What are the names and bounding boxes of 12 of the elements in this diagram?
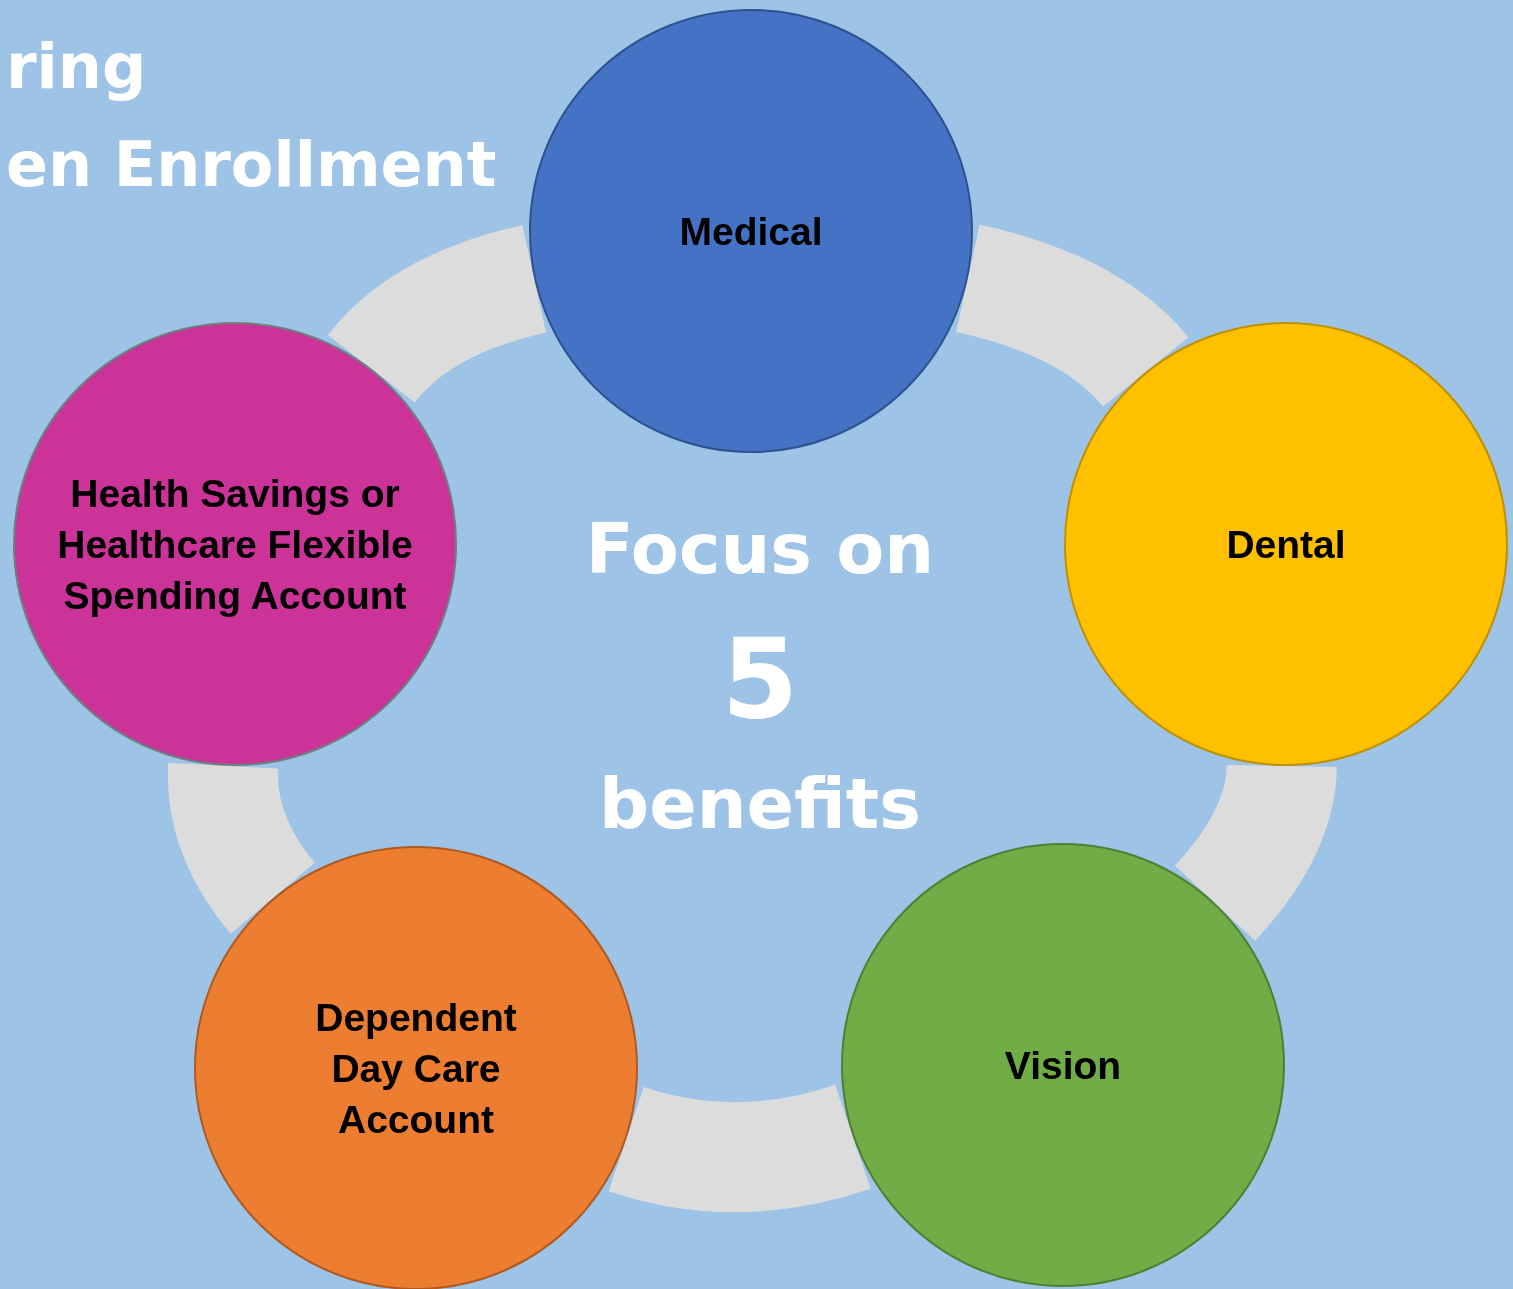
connector-band (1174, 762, 1337, 941)
connector-band (955, 224, 1188, 409)
center-number: 5 (721, 615, 799, 743)
center-text: benefits (599, 763, 921, 845)
title-text: en Enrollment (6, 128, 497, 201)
circle-label: Health Savings or Healthcare Flexible Spending Account (56, 470, 414, 619)
circle-label: Dependent Day Care Account (314, 994, 518, 1143)
center-text: Focus on (585, 508, 935, 590)
title-text: ring (6, 30, 147, 103)
circle-label: Dental (1225, 521, 1347, 568)
circle-label: Medical (678, 208, 824, 255)
circle-label: Vision (1003, 1042, 1123, 1089)
